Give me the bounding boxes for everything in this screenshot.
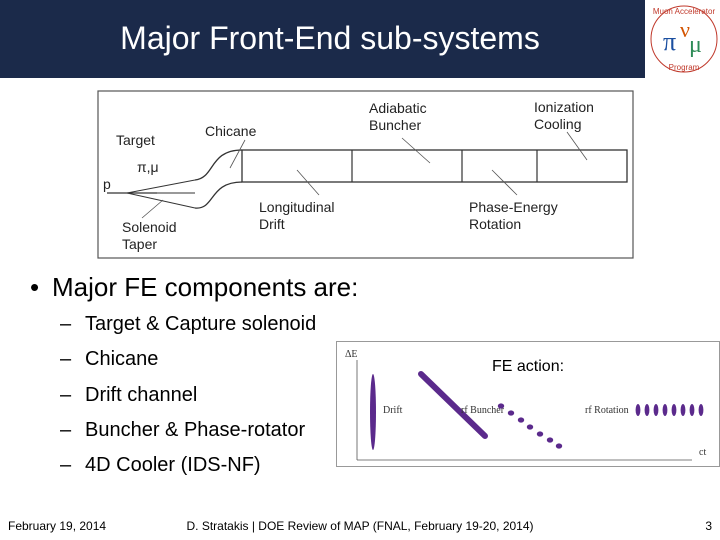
label-rotation: Rotation [469, 216, 521, 232]
main-bullet: • Major FE components are: [30, 272, 358, 303]
rotation-label: rf Rotation [585, 405, 629, 416]
buncher-bunches [497, 403, 563, 449]
muon-accelerator-program-logo: Muon Accelerator Program π ν μ [647, 0, 720, 78]
buncher-bunch [517, 417, 525, 423]
rotated-bunch [698, 404, 704, 416]
page-number: 3 [705, 519, 712, 533]
sub-item-buncher: –Buncher & Phase-rotator [60, 419, 306, 441]
label-adiabatic-1: Adiabatic [369, 100, 427, 116]
label-ionization-1: Ionization [534, 99, 594, 115]
chicane-upper-curve [194, 149, 243, 181]
rotated-bunch [689, 404, 695, 416]
sub-item-cooler: –4D Cooler (IDS-NF) [60, 454, 261, 476]
rotated-bunch [644, 404, 650, 416]
logo-bottom-text: Program [669, 63, 700, 72]
rotated-bunch [662, 404, 668, 416]
axis-y-label: ΔE [345, 349, 358, 360]
buncher-bunch [536, 431, 544, 437]
logo-nu-symbol: ν [680, 17, 690, 42]
label-phase-energy: Phase-Energy [469, 199, 558, 215]
label-adiabatic-2: Buncher [369, 117, 421, 133]
chicane-pointer [229, 139, 246, 169]
logo-pi-symbol: π [663, 27, 676, 56]
slide-title: Major Front-End sub-systems [120, 20, 540, 56]
label-pi-mu: π,μ [137, 159, 159, 175]
buncher-label: rf Buncher [461, 405, 505, 416]
cooling-pointer [566, 131, 588, 161]
taper-pointer [141, 199, 164, 219]
fe-action-figure: ΔE ct Drift rf Buncher rf Rotation [336, 341, 720, 467]
fe-action-title: FE action: [492, 358, 565, 375]
buncher-bunch [507, 410, 515, 416]
front-end-schematic: Target Chicane Adiabatic Buncher Ionizat… [97, 90, 634, 259]
label-longitudinal: Longitudinal [259, 199, 335, 215]
label-chicane: Chicane [205, 123, 257, 139]
rotated-bunch [653, 404, 659, 416]
main-bullet-text: Major FE components are: [52, 272, 359, 302]
logo-mu-symbol: μ [689, 32, 702, 58]
footer-center: D. Stratakis | DOE Review of MAP (FNAL, … [186, 519, 534, 533]
buncher-bunch [526, 424, 534, 430]
sub-item-target: –Target & Capture solenoid [60, 313, 317, 335]
rotation-pointer [491, 169, 518, 196]
label-solenoid: Solenoid [122, 219, 177, 235]
rotated-bunch [680, 404, 686, 416]
sub-item-drift: –Drift channel [60, 384, 198, 406]
buncher-bunch [497, 403, 505, 409]
footer-date: February 19, 2014 [8, 519, 107, 533]
sub-item-chicane: –Chicane [60, 348, 159, 370]
fe-action-plot: ΔE ct Drift rf Buncher rf Rotation [345, 349, 706, 461]
diagram-border [97, 90, 634, 259]
label-proton: p [103, 176, 111, 192]
buncher-pointer [401, 137, 431, 164]
target-cone [126, 179, 196, 209]
rotated-bunches [635, 404, 704, 416]
logo-top-text: Muon Accelerator [653, 7, 716, 16]
buncher-bunch [555, 443, 563, 449]
label-taper: Taper [122, 236, 157, 252]
axis-x-label: ct [699, 447, 706, 458]
chicane-lower-curve [194, 181, 243, 209]
buncher-bunch [546, 437, 554, 443]
bullet-marker: • [30, 272, 40, 302]
drift-bunch [418, 371, 488, 439]
label-drift: Drift [259, 216, 285, 232]
title-bar [0, 0, 645, 78]
label-ionization-2: Cooling [534, 116, 581, 132]
beam-channel [241, 149, 628, 183]
initial-bunch [370, 374, 376, 450]
label-target: Target [116, 132, 155, 148]
drift-pointer [296, 169, 320, 196]
rotated-bunch [671, 404, 677, 416]
drift-label: Drift [383, 405, 403, 416]
rotated-bunch [635, 404, 641, 416]
